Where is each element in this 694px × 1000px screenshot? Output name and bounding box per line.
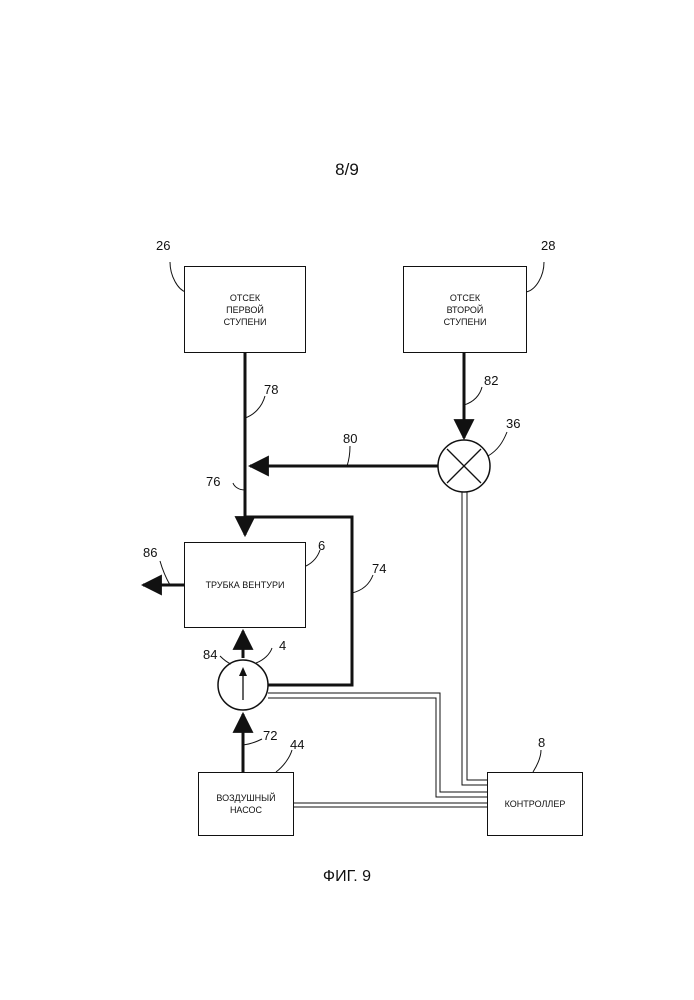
valve-x-icon — [438, 440, 490, 492]
leader-86 — [160, 561, 170, 585]
ref-26: 26 — [156, 238, 170, 253]
flow-meter-arrow-icon — [218, 660, 268, 710]
ref-6: 6 — [318, 538, 325, 553]
venturi-block: ТРУБКА ВЕНТУРИ — [184, 542, 306, 628]
ref-76: 76 — [206, 474, 220, 489]
air-pump-block: ВОЗДУШНЫЙ НАСОС — [198, 772, 294, 836]
ref-36: 36 — [506, 416, 520, 431]
leader-82 — [464, 387, 482, 405]
ref-4: 4 — [279, 638, 286, 653]
leader-74 — [352, 575, 373, 593]
leader-80 — [347, 446, 350, 466]
leader-76 — [233, 483, 245, 490]
signal-valve-controller — [462, 492, 487, 785]
ref-80: 80 — [343, 431, 357, 446]
leader-28 — [526, 262, 544, 292]
ref-86: 86 — [143, 545, 157, 560]
leader-84 — [220, 656, 231, 664]
ref-84: 84 — [203, 647, 217, 662]
leader-72 — [243, 739, 262, 745]
leader-44 — [276, 750, 292, 772]
second-stage-block: ОТСЕК ВТОРОЙ СТУПЕНИ — [403, 266, 527, 353]
ref-78: 78 — [264, 382, 278, 397]
ref-28: 28 — [541, 238, 555, 253]
ref-74: 74 — [372, 561, 386, 576]
ref-72: 72 — [263, 728, 277, 743]
ref-8: 8 — [538, 735, 545, 750]
ref-44: 44 — [290, 737, 304, 752]
leader-4 — [256, 648, 272, 663]
leader-78 — [245, 396, 265, 418]
ref-82: 82 — [484, 373, 498, 388]
first-stage-block: ОТСЕК ПЕРВОЙ СТУПЕНИ — [184, 266, 306, 353]
leader-36 — [488, 432, 507, 456]
leader-8 — [533, 750, 541, 772]
controller-block: КОНТРОЛЛЕР — [487, 772, 583, 836]
figure-caption: ФИГ. 9 — [0, 868, 694, 886]
